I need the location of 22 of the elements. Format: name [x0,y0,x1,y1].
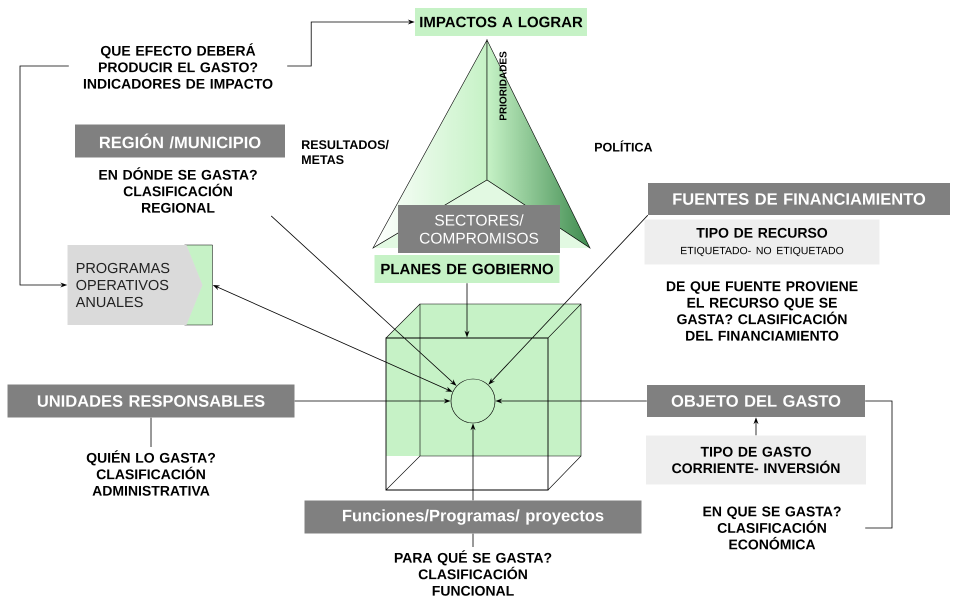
category-box: PLANES DE GOBIERNO [374,255,560,283]
title-box: IMPACTOS A LOGRAR [415,8,587,36]
side-label: RESULTADOS/ METAS [302,140,389,164]
category-box: OBJETO DEL GASTO [647,385,865,417]
category-box: REGIÓN /MUNICIPIO [75,124,285,158]
info-box: TIPO DE RECURSO ETIQUETADO- NO ETIQUETADO [644,220,880,264]
side-label: POLÍTICA [595,140,652,152]
category-box: Funciones/Programas/ proyectos [304,500,642,534]
chevron-box: PROGRAMAS OPERATIVOS ANUALES [68,244,213,326]
question-text: QUIÉN LO GASTA? CLASIFICACIÓN ADMINISTRATIVA [86,450,216,496]
question-text: PARA QUÉ SE GASTA? CLASIFICACIÓN FUNCIONAL [394,550,552,596]
category-box: FUENTES DE FINANCIAMIENTO [648,183,950,215]
category-box: UNIDADES RESPONSABLES [8,384,294,418]
question-text: EN QUE SE GASTA? CLASIFICACIÓN ECONÓMICA [703,506,841,550]
info-box: TIPO DE GASTO CORRIENTE- INVERSIÓN [646,436,866,484]
question-text: DE QUE FUENTE PROVIENE EL RECURSO QUE SE GASTA? CLASIFICACIÓN DEL FINANCIAMIENTO [666,281,858,341]
cube-drawing [386,304,582,490]
question-text: EN DÓNDE SE GASTA? CLASIFICACIÓN REGIONAL [99,167,257,213]
center-circle [450,378,496,424]
side-label: PRIORIDADES [499,52,507,120]
category-box: SECTORES/ COMPROMISOS [398,205,560,253]
question-text: QUE EFECTO DEBERÁ PRODUCIR EL GASTO? INDICADORES DE IMPACTO [84,43,272,89]
